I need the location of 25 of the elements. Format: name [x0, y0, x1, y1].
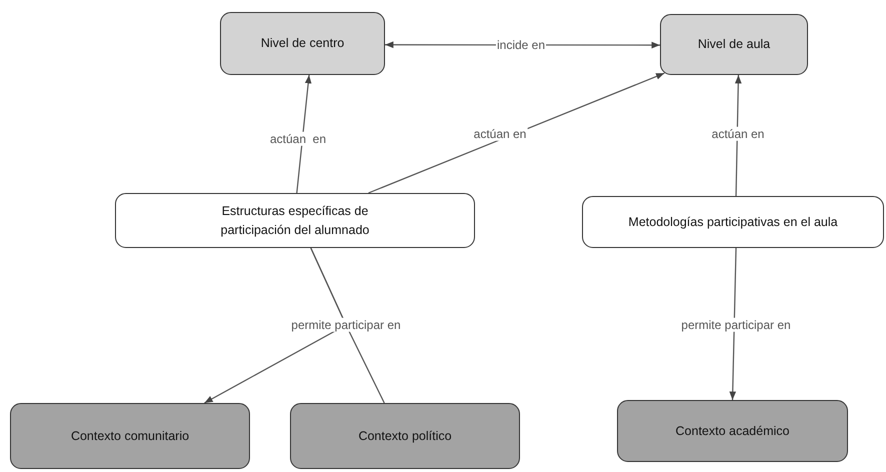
node-label: Estructuras específicas de participación del alumnado	[220, 203, 370, 239]
node-label: Contexto político	[358, 428, 452, 445]
connector-line	[310, 248, 385, 404]
edge-label: actúan en	[710, 126, 766, 142]
concept-box	[660, 14, 808, 75]
node-label: Contexto académico	[676, 422, 790, 440]
arrow	[296, 74, 312, 194]
edge-label: permite participar en	[680, 318, 792, 332]
concept-box	[617, 400, 848, 462]
concept-box	[582, 196, 884, 248]
concept-box	[115, 193, 475, 248]
node-label: Nivel de aula	[698, 36, 770, 54]
arrow	[729, 248, 737, 400]
edge-label: permite participar en	[290, 318, 402, 332]
concept-box	[220, 12, 385, 75]
edge-label: actúan en	[472, 126, 528, 142]
node-label: Metodologías participativas en el aula	[628, 214, 838, 231]
node-label: Nivel de centro	[260, 35, 344, 52]
concept-box	[290, 403, 520, 469]
edge-label: incide en	[496, 38, 546, 52]
concept-box	[10, 403, 250, 469]
edge-label: actúan en	[268, 132, 328, 146]
arrow	[734, 74, 742, 196]
arrow	[368, 72, 665, 194]
node-label: Contexto comunitario	[70, 428, 190, 445]
